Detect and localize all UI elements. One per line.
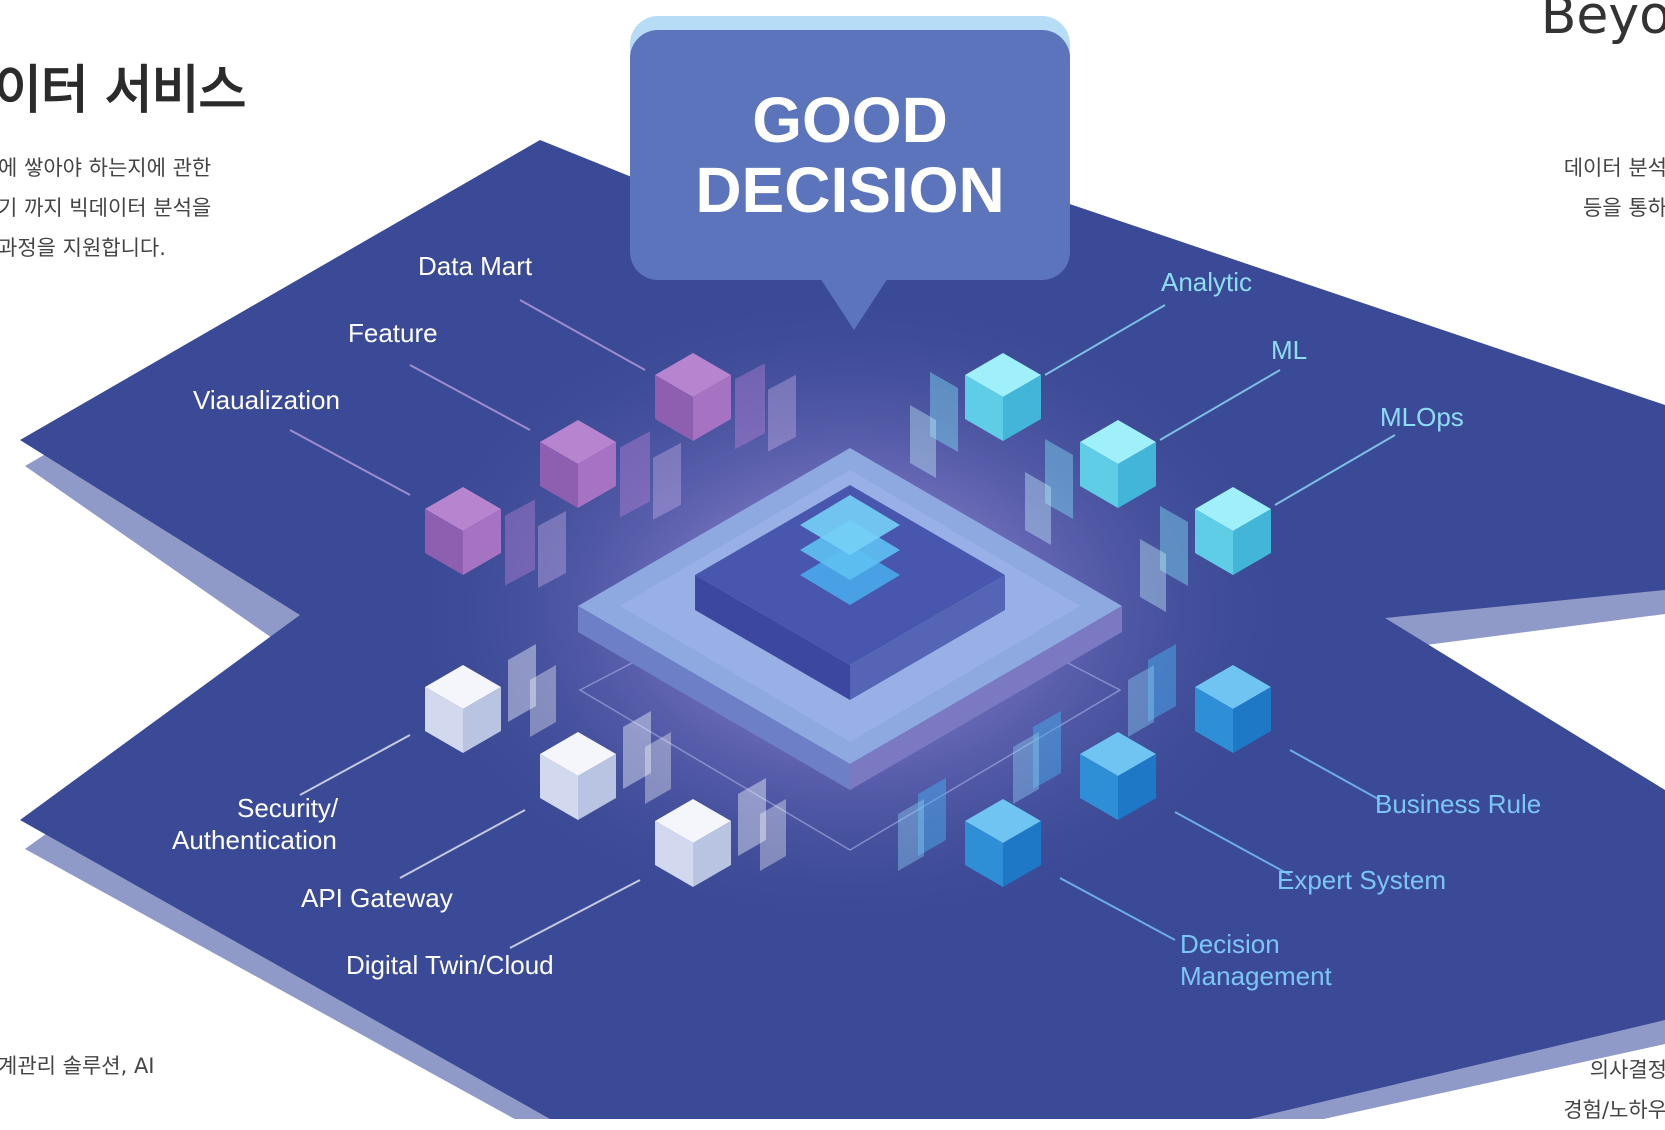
right-footer: 의사결정 경험/노하우 — [1563, 1050, 1665, 1130]
right-line-1: 데이터 분석 — [1563, 156, 1665, 180]
white-cube-group — [425, 644, 786, 887]
stack-layers-icon — [800, 495, 900, 605]
beyond-title: Beyo — [1540, 0, 1665, 46]
label-analytic: Analytic — [1161, 267, 1253, 297]
label-authentication: Authentication — [172, 825, 337, 855]
bubble-tail — [820, 278, 888, 330]
left-line-2: 기 까지 빅데이터 분석을 — [0, 196, 212, 220]
purple-cube-feature — [540, 420, 681, 520]
right-footer-line-2: 경험/노하우 — [1563, 1098, 1665, 1122]
purple-cube-viaualization — [425, 487, 566, 588]
label-ml: ML — [1271, 335, 1308, 365]
cyan-cube-group — [910, 353, 1271, 612]
bubble-line-good: GOOD — [752, 84, 948, 156]
cyan-cube-ml — [1025, 420, 1156, 545]
purple-cube-group — [425, 353, 796, 588]
label-digital-twin-cloud: Digital Twin/Cloud — [346, 950, 554, 980]
white-cube-digital-twin — [655, 778, 786, 887]
label-business-rule: Business Rule — [1375, 789, 1542, 819]
label-management: Management — [1180, 961, 1332, 991]
label-data-mart: Data Mart — [418, 251, 533, 281]
page-heading: 이터 서비스 — [0, 61, 246, 121]
blue-cube-group — [898, 644, 1271, 887]
blue-cube-decision-management — [898, 778, 1041, 887]
white-cube-api-gateway — [540, 711, 671, 820]
label-viaualization: Viaualization — [193, 385, 340, 415]
purple-cube-data-mart — [655, 353, 796, 452]
white-cube-security — [425, 644, 556, 753]
leader-lines — [289, 299, 1396, 949]
label-security: Security/ — [237, 793, 339, 823]
label-mlops: MLOps — [1380, 402, 1464, 432]
left-line-3: 과정을 지원합니다. — [0, 236, 166, 260]
good-decision-bubble: GOOD DECISION — [630, 30, 1070, 280]
label-decision: Decision — [1180, 929, 1280, 959]
label-api-gateway: API Gateway — [301, 883, 453, 913]
cyan-cube-mlops — [1140, 487, 1271, 612]
left-footer: 계관리 솔루션, AI — [0, 1054, 155, 1078]
label-expert-system: Expert System — [1277, 865, 1447, 895]
blue-cube-expert-system — [1013, 711, 1156, 820]
left-description: 에 쌓아야 하는지에 관한 기 까지 빅데이터 분석을 과정을 지원합니다. — [0, 148, 211, 268]
right-line-2: 등을 통하 — [1583, 196, 1665, 220]
left-line-1: 에 쌓아야 하는지에 관한 — [0, 156, 212, 180]
cyan-cube-analytic — [910, 353, 1041, 478]
blue-cube-business-rule — [1128, 644, 1271, 753]
bubble-line-decision: DECISION — [695, 154, 1005, 226]
label-feature: Feature — [348, 318, 438, 348]
right-footer-line-1: 의사결정 — [1589, 1058, 1665, 1082]
right-description: 데이터 분석 등을 통하 — [1564, 148, 1665, 228]
